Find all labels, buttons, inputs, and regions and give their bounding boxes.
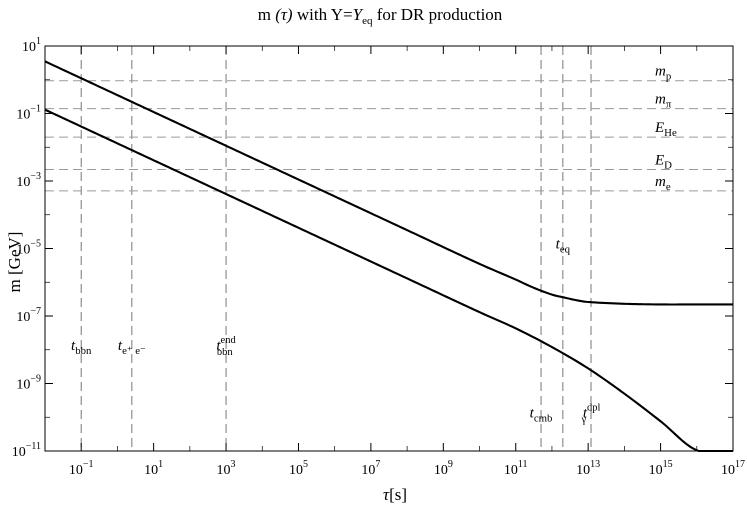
x-tick-label-1: 101 bbox=[144, 459, 163, 478]
x-tick-label-exp-4: 7 bbox=[375, 459, 380, 470]
y-tick-label-exp-4: −7 bbox=[30, 306, 41, 317]
y-tick-label-base-6: 10 bbox=[12, 445, 26, 460]
y-tick-label-base-1: 10 bbox=[16, 108, 30, 123]
vline-label-4-symbol: t bbox=[556, 237, 561, 253]
x-tick-label-base-3: 10 bbox=[289, 463, 303, 478]
x-tick-label-base-7: 10 bbox=[576, 463, 590, 478]
y-tick-label-4: 10−7 bbox=[16, 306, 41, 325]
x-tick-label-0: 10−1 bbox=[69, 459, 94, 478]
vline-label-2-symbol: t bbox=[216, 338, 221, 354]
vline-label-3-sub: cmb bbox=[534, 412, 553, 424]
x-tick-label-base-6: 10 bbox=[504, 463, 518, 478]
x-tick-label-base-8: 10 bbox=[649, 463, 663, 478]
x-tick-label-exp-6: 11 bbox=[518, 459, 528, 470]
x-tick-label-exp-7: 13 bbox=[590, 459, 600, 470]
x-tick-label-7: 1013 bbox=[576, 459, 600, 478]
chart-title: m (τ) with Y=Yeq for DR production bbox=[258, 5, 503, 27]
y-tick-label-base-4: 10 bbox=[16, 310, 30, 325]
hline-label-2-symbol: E bbox=[654, 120, 664, 136]
hline-label-0: mp bbox=[655, 64, 671, 83]
x-tick-label-base-1: 10 bbox=[144, 463, 158, 478]
hline-label-1: mπ bbox=[655, 92, 672, 111]
x-tick-label-exp-8: 15 bbox=[663, 459, 673, 470]
x-tick-label-exp-0: −1 bbox=[83, 459, 94, 470]
curves bbox=[44, 60, 733, 453]
vline-label-5-sub: γ bbox=[581, 414, 587, 425]
y-tick-label-base-3: 10 bbox=[16, 243, 30, 258]
hline-label-3-symbol: E bbox=[654, 152, 664, 168]
hline-label-2-sub: He bbox=[664, 127, 677, 139]
vline-label-2-sup: end bbox=[221, 335, 237, 346]
y-tick-label-base-0: 10 bbox=[22, 40, 36, 55]
y-tick-label-3: 10−5 bbox=[16, 239, 41, 258]
x-tick-label-4: 107 bbox=[361, 459, 380, 478]
x-tick-label-6: 1011 bbox=[504, 459, 528, 478]
y-tick-label-6: 10−11 bbox=[12, 441, 41, 460]
vline-label-0-symbol: t bbox=[71, 338, 76, 354]
plot-frame bbox=[44, 45, 734, 452]
vline-label-1-symbol: t bbox=[118, 338, 123, 354]
x-tick-label-base-9: 10 bbox=[721, 463, 735, 478]
hline-label-3: ED bbox=[654, 152, 672, 171]
hline-label-4-symbol: m bbox=[655, 174, 666, 190]
hline-label-1-sub: π bbox=[666, 99, 672, 111]
y-tick-label-exp-3: −5 bbox=[30, 239, 41, 250]
x-tick-label-base-4: 10 bbox=[361, 463, 375, 478]
hline-label-4-sub: e bbox=[666, 181, 671, 193]
y-tick-label-exp-0: 1 bbox=[36, 36, 41, 47]
vline-label-4-sub: eq bbox=[560, 244, 571, 256]
x-tick-label-base-2: 10 bbox=[217, 463, 231, 478]
y-tick-label-base-5: 10 bbox=[16, 378, 30, 393]
y-tick-label-0: 101 bbox=[22, 36, 41, 55]
hline-label-1-symbol: m bbox=[655, 92, 666, 108]
y-tick-label-exp-6: −11 bbox=[26, 441, 41, 452]
hline-label-0-symbol: m bbox=[655, 64, 666, 80]
x-tick-label-base-5: 10 bbox=[434, 463, 448, 478]
vline-label-5-sup: dpl bbox=[587, 402, 601, 413]
curve-series-1 bbox=[44, 108, 733, 453]
hline-label-4: me bbox=[655, 174, 671, 193]
curve-series-0 bbox=[44, 60, 733, 306]
x-tick-label-exp-1: 1 bbox=[158, 459, 163, 470]
x-axis-label: τ[s] bbox=[383, 485, 407, 504]
vline-label-0: tbbn bbox=[71, 338, 92, 357]
x-tick-label-base-0: 10 bbox=[69, 463, 83, 478]
vline-label-2-sub: bbn bbox=[217, 347, 234, 358]
vline-label-0-sub: bbn bbox=[75, 345, 92, 357]
vline-label-1-sub: e⁺ e⁻ bbox=[122, 345, 146, 357]
hline-label-3-sub: D bbox=[664, 159, 672, 171]
vline-label-3: tcmb bbox=[530, 405, 553, 424]
hline-label-2: EHe bbox=[654, 120, 677, 139]
x-tick-label-exp-3: 5 bbox=[303, 459, 308, 470]
y-axis-label: m [GeV] bbox=[5, 232, 24, 293]
y-tick-label-exp-1: −1 bbox=[30, 104, 41, 115]
y-tick-label-exp-2: −3 bbox=[30, 171, 41, 182]
hline-label-0-sub: p bbox=[666, 71, 671, 83]
y-tick-label-exp-5: −9 bbox=[30, 374, 41, 385]
x-tick-label-9: 1017 bbox=[721, 459, 745, 478]
y-tick-label-1: 10−1 bbox=[16, 104, 41, 123]
vline-label-1: te⁺ e⁻ bbox=[118, 338, 146, 357]
x-tick-label-exp-9: 17 bbox=[735, 459, 745, 470]
axis-ticks bbox=[44, 45, 734, 452]
vline-label-5-symbol: t bbox=[583, 405, 588, 421]
vline-label-3-symbol: t bbox=[530, 405, 535, 421]
x-tick-label-8: 1015 bbox=[649, 459, 673, 478]
x-tick-label-exp-5: 9 bbox=[448, 459, 453, 470]
y-tick-label-5: 10−9 bbox=[16, 374, 41, 393]
x-tick-label-3: 105 bbox=[289, 459, 308, 478]
y-tick-label-base-2: 10 bbox=[16, 175, 30, 190]
vline-label-4: teq bbox=[556, 237, 571, 256]
x-tick-label-2: 103 bbox=[217, 459, 236, 478]
y-tick-label-2: 10−3 bbox=[16, 171, 41, 190]
x-tick-label-5: 109 bbox=[434, 459, 453, 478]
x-tick-label-exp-2: 3 bbox=[231, 459, 236, 470]
